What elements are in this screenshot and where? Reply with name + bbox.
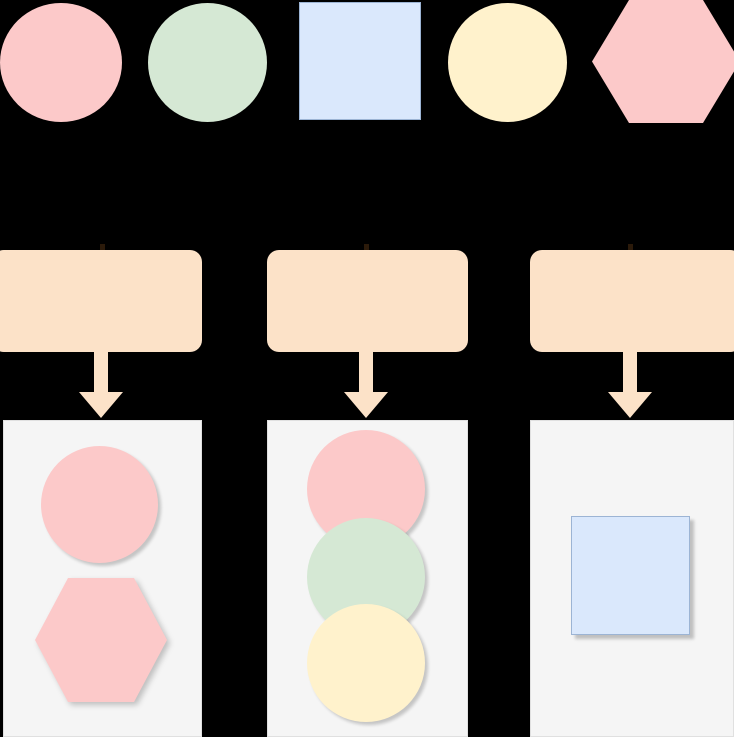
hexagon-icon (35, 578, 167, 702)
hexagon-icon (592, 0, 734, 123)
panel-red-objects-item-1[interactable] (41, 446, 158, 563)
arrow-rectangles-icon (608, 352, 652, 418)
panel-circles-item-3[interactable] (307, 604, 425, 722)
panel-rectangles-item-1[interactable] (571, 516, 690, 635)
connector-stub-2 (364, 244, 369, 250)
source-shape-circle-2[interactable] (148, 3, 267, 122)
source-shape-rectangle-3[interactable] (299, 2, 421, 120)
arrow-red-objects-icon (79, 352, 123, 418)
panel-red-objects-item-2[interactable] (35, 578, 167, 702)
tag-box-2[interactable] (267, 250, 468, 352)
arrow-circles-icon (344, 352, 388, 418)
tag-box-1[interactable] (0, 250, 202, 352)
connector-stub-1 (100, 244, 105, 250)
connector-stub-3 (628, 244, 633, 250)
tag-box-3[interactable] (530, 250, 734, 352)
source-shape-circle-1[interactable] (0, 3, 122, 122)
source-shape-circle-4[interactable] (448, 3, 567, 122)
source-shape-hexagon-5[interactable] (592, 0, 734, 123)
